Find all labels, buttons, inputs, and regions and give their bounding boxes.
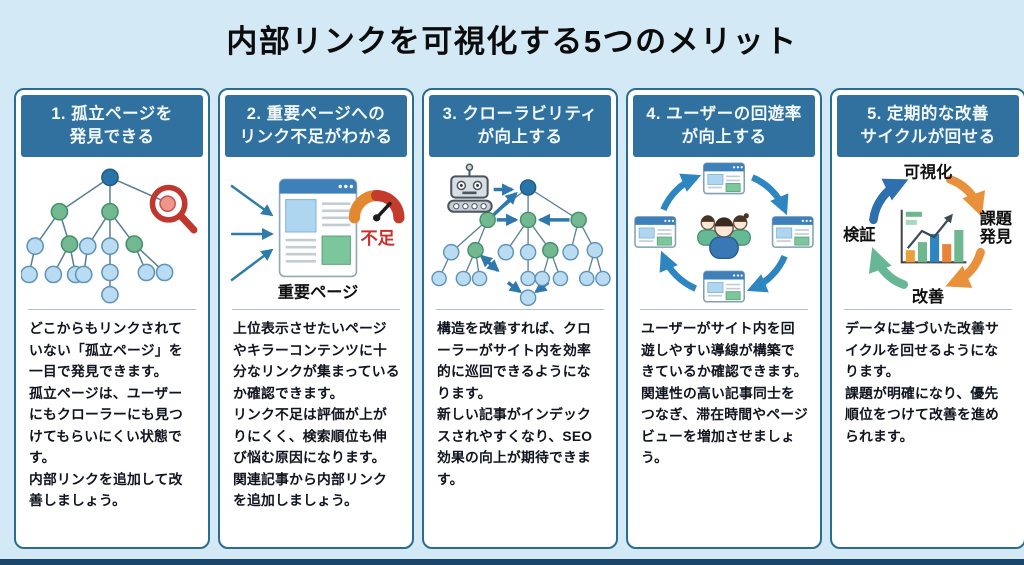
important-page-label: 重要ページ	[278, 283, 358, 302]
benefit-1-header: 1. 孤立ページを 発見できる	[21, 95, 203, 157]
benefit-3-header: 3. クローラビリティ が向上する	[429, 95, 611, 157]
cycle-step-improve-label: 改善	[912, 287, 944, 306]
benefit-4-header: 4. ユーザーの回遊率 が向上する	[633, 95, 815, 157]
benefit-5-header: 5. 定期的な改善 サイクルが回せる	[837, 95, 1019, 157]
bottom-accent-bar	[0, 559, 1024, 565]
gauge-icon	[348, 190, 405, 224]
users-icon	[697, 213, 751, 259]
cycle-step-visualize-label: 可視化	[904, 162, 952, 181]
divider	[28, 309, 196, 310]
divider	[436, 309, 604, 310]
browser-window-icon	[278, 178, 358, 278]
benefit-1-description: どこからもリンクされていない「孤立ページ」を一目で発見できます。 孤立ページは、…	[29, 321, 183, 509]
benefit-2-header: 2. 重要ページへの リンク不足がわかる	[225, 95, 407, 157]
crawler-robot-tree-icon	[431, 163, 611, 307]
benefit-card-3: 3. クローラビリティ が向上する	[422, 88, 618, 549]
gauge-shortage-label: 不足	[361, 228, 396, 248]
benefit-5-heading: 5. 定期的な改善 サイクルが回せる	[860, 104, 996, 146]
benefit-3-description: 構造を改善すれば、クローラーがサイト内を効率的に巡回できるようになります。 新し…	[437, 321, 593, 487]
benefit-3-illustration	[429, 157, 611, 309]
robot-icon	[447, 163, 493, 213]
benefit-4-illustration	[633, 157, 815, 309]
benefit-2-heading: 2. 重要ページへの リンク不足がわかる	[239, 104, 393, 146]
benefit-cards-row: 1. 孤立ページを 発見できる	[14, 88, 1024, 549]
divider	[844, 309, 1012, 310]
benefit-card-4: 4. ユーザーの回遊率 が向上する	[626, 88, 822, 549]
tree-nodes	[21, 168, 174, 304]
site-tree-magnifier-icon	[21, 168, 198, 304]
benefit-2-illustration: 不足 重要ページ	[225, 157, 407, 309]
page-title: 内部リンクを可視化する5つのメリット	[226, 24, 798, 59]
benefit-card-1: 1. 孤立ページを 発見できる	[14, 88, 210, 549]
cycle-step-issue-label-line2: 発見	[979, 227, 1012, 246]
divider	[640, 309, 808, 310]
chart-icon	[900, 209, 967, 264]
benefit-1-heading: 1. 孤立ページを 発見できる	[51, 104, 173, 146]
benefit-2-description: 上位表示させたいページやキラーコンテンツに十分なリンクが集まっているか確認できま…	[233, 321, 400, 509]
benefit-4-description: ユーザーがサイト内を回遊しやすい導線が構築できているか確認できます。 関連性の高…	[641, 321, 808, 466]
benefit-5-illustration: 可視化 課題 発見 改善 検証	[837, 157, 1019, 309]
important-page-gauge-icon: 不足 重要ページ	[230, 178, 405, 302]
benefit-card-2: 2. 重要ページへの リンク不足がわかる	[218, 88, 414, 549]
user-circulation-icon	[634, 162, 814, 303]
benefit-card-5: 5. 定期的な改善 サイクルが回せる	[830, 88, 1024, 549]
magnifier-icon	[149, 184, 198, 234]
benefit-1-illustration	[21, 157, 203, 309]
cycle-step-issue-label-line1: 課題	[980, 209, 1013, 228]
tree-nodes	[431, 179, 611, 307]
benefit-5-description: データに基づいた改善サイクルを回せるようになります。 課題が明確になり、優先順位…	[845, 321, 999, 444]
cycle-arrows	[868, 175, 986, 289]
improvement-cycle-icon: 可視化 課題 発見 改善 検証	[843, 162, 1013, 306]
cycle-step-verify-label: 検証	[843, 225, 875, 244]
circulation-arrows	[659, 173, 789, 293]
benefit-3-heading: 3. クローラビリティ が向上する	[442, 104, 598, 146]
benefit-4-heading: 4. ユーザーの回遊率 が向上する	[646, 104, 802, 146]
divider	[232, 309, 400, 310]
incoming-link-arrows	[230, 184, 274, 282]
